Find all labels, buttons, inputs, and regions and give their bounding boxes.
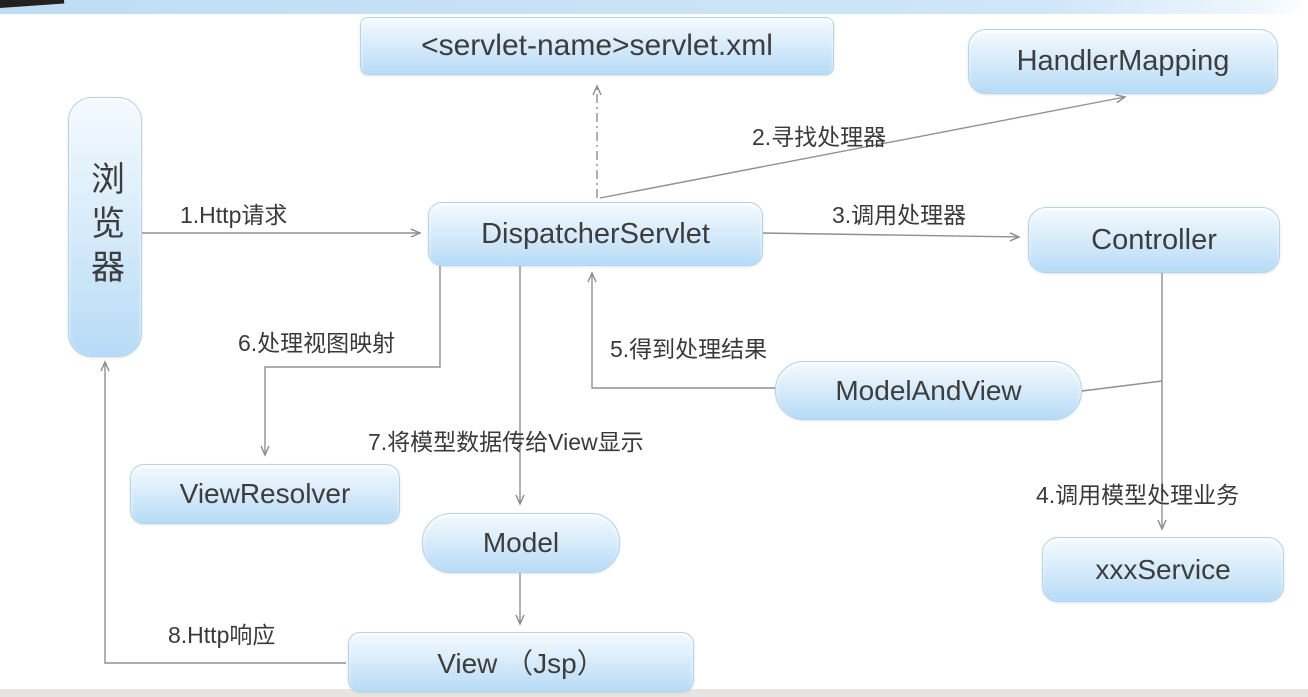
edge-modelandview-branch: [1081, 380, 1163, 392]
edge-label-step5: 5.得到处理结果: [610, 336, 768, 362]
edge-step3-call-handler: [761, 232, 1021, 242]
edge-label-step7: 7.将模型数据传给View显示: [368, 429, 644, 455]
node-model: Model: [422, 513, 620, 573]
edge-step6-view-mapping: [260, 266, 441, 457]
edge-label-step2: 2.寻找处理器: [752, 124, 887, 150]
edge-label-step6: 6.处理视图映射: [238, 330, 396, 356]
node-view-jsp: View （Jsp）: [348, 632, 694, 692]
node-model-and-view: ModelAndView: [775, 361, 1082, 420]
edge-step8-http-response: [100, 360, 346, 664]
node-handler-mapping: HandlerMapping: [968, 29, 1278, 94]
node-view-resolver: ViewResolver: [130, 464, 400, 524]
node-controller: Controller: [1028, 207, 1280, 273]
edge-label-step3: 3.调用处理器: [832, 202, 967, 228]
node-servlet-xml-config: <servlet-name>servlet.xml: [360, 17, 834, 75]
node-dispatcher-servlet: DispatcherServlet: [428, 202, 763, 266]
edge-step5-result: [587, 271, 778, 389]
edge-step2-find-handler: [599, 94, 1127, 199]
edge-label-step8: 8.Http响应: [168, 622, 276, 648]
top-border-band: [0, 0, 1308, 14]
edge-label-step4: 4.调用模型处理业务: [1036, 482, 1240, 508]
edge-label-step1: 1.Http请求: [180, 202, 288, 228]
bottom-border-band: [0, 689, 1308, 697]
node-browser: 浏览器: [68, 97, 142, 357]
node-xxx-service: xxxService: [1042, 537, 1284, 602]
